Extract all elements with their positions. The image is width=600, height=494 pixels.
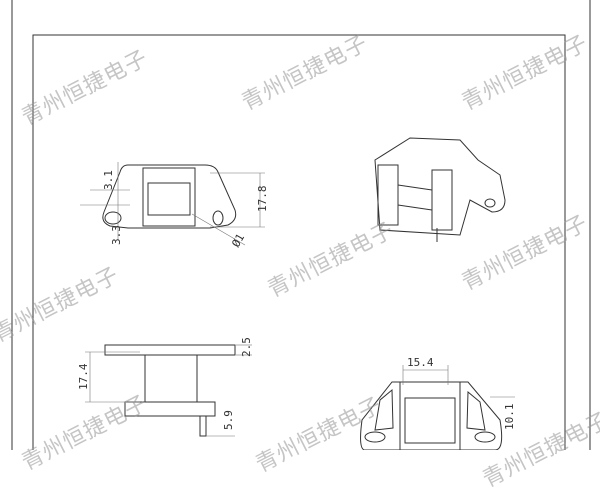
dim-3-1: 3.1: [102, 170, 115, 190]
dim-17-8: 17.8: [256, 186, 269, 213]
side-view: [85, 344, 252, 437]
dim-17-4: 17.4: [77, 363, 90, 390]
bottom-view: [360, 365, 515, 450]
inner-frame: [32, 34, 566, 450]
dim-hole-diameter: Ø1: [229, 232, 247, 250]
dim-5-9: 5.9: [222, 410, 235, 430]
dim-3-3: 3.3: [110, 225, 123, 245]
dim-2-5: 2.5: [240, 337, 253, 357]
isometric-view: [374, 137, 506, 242]
dim-15-4: 15.4: [407, 356, 434, 369]
technical-drawing: 3.1 3.3 17.8 Ø1 17.4 2.5 5.9: [11, 0, 591, 450]
top-view: [80, 162, 265, 246]
dim-10-1: 10.1: [503, 404, 516, 431]
